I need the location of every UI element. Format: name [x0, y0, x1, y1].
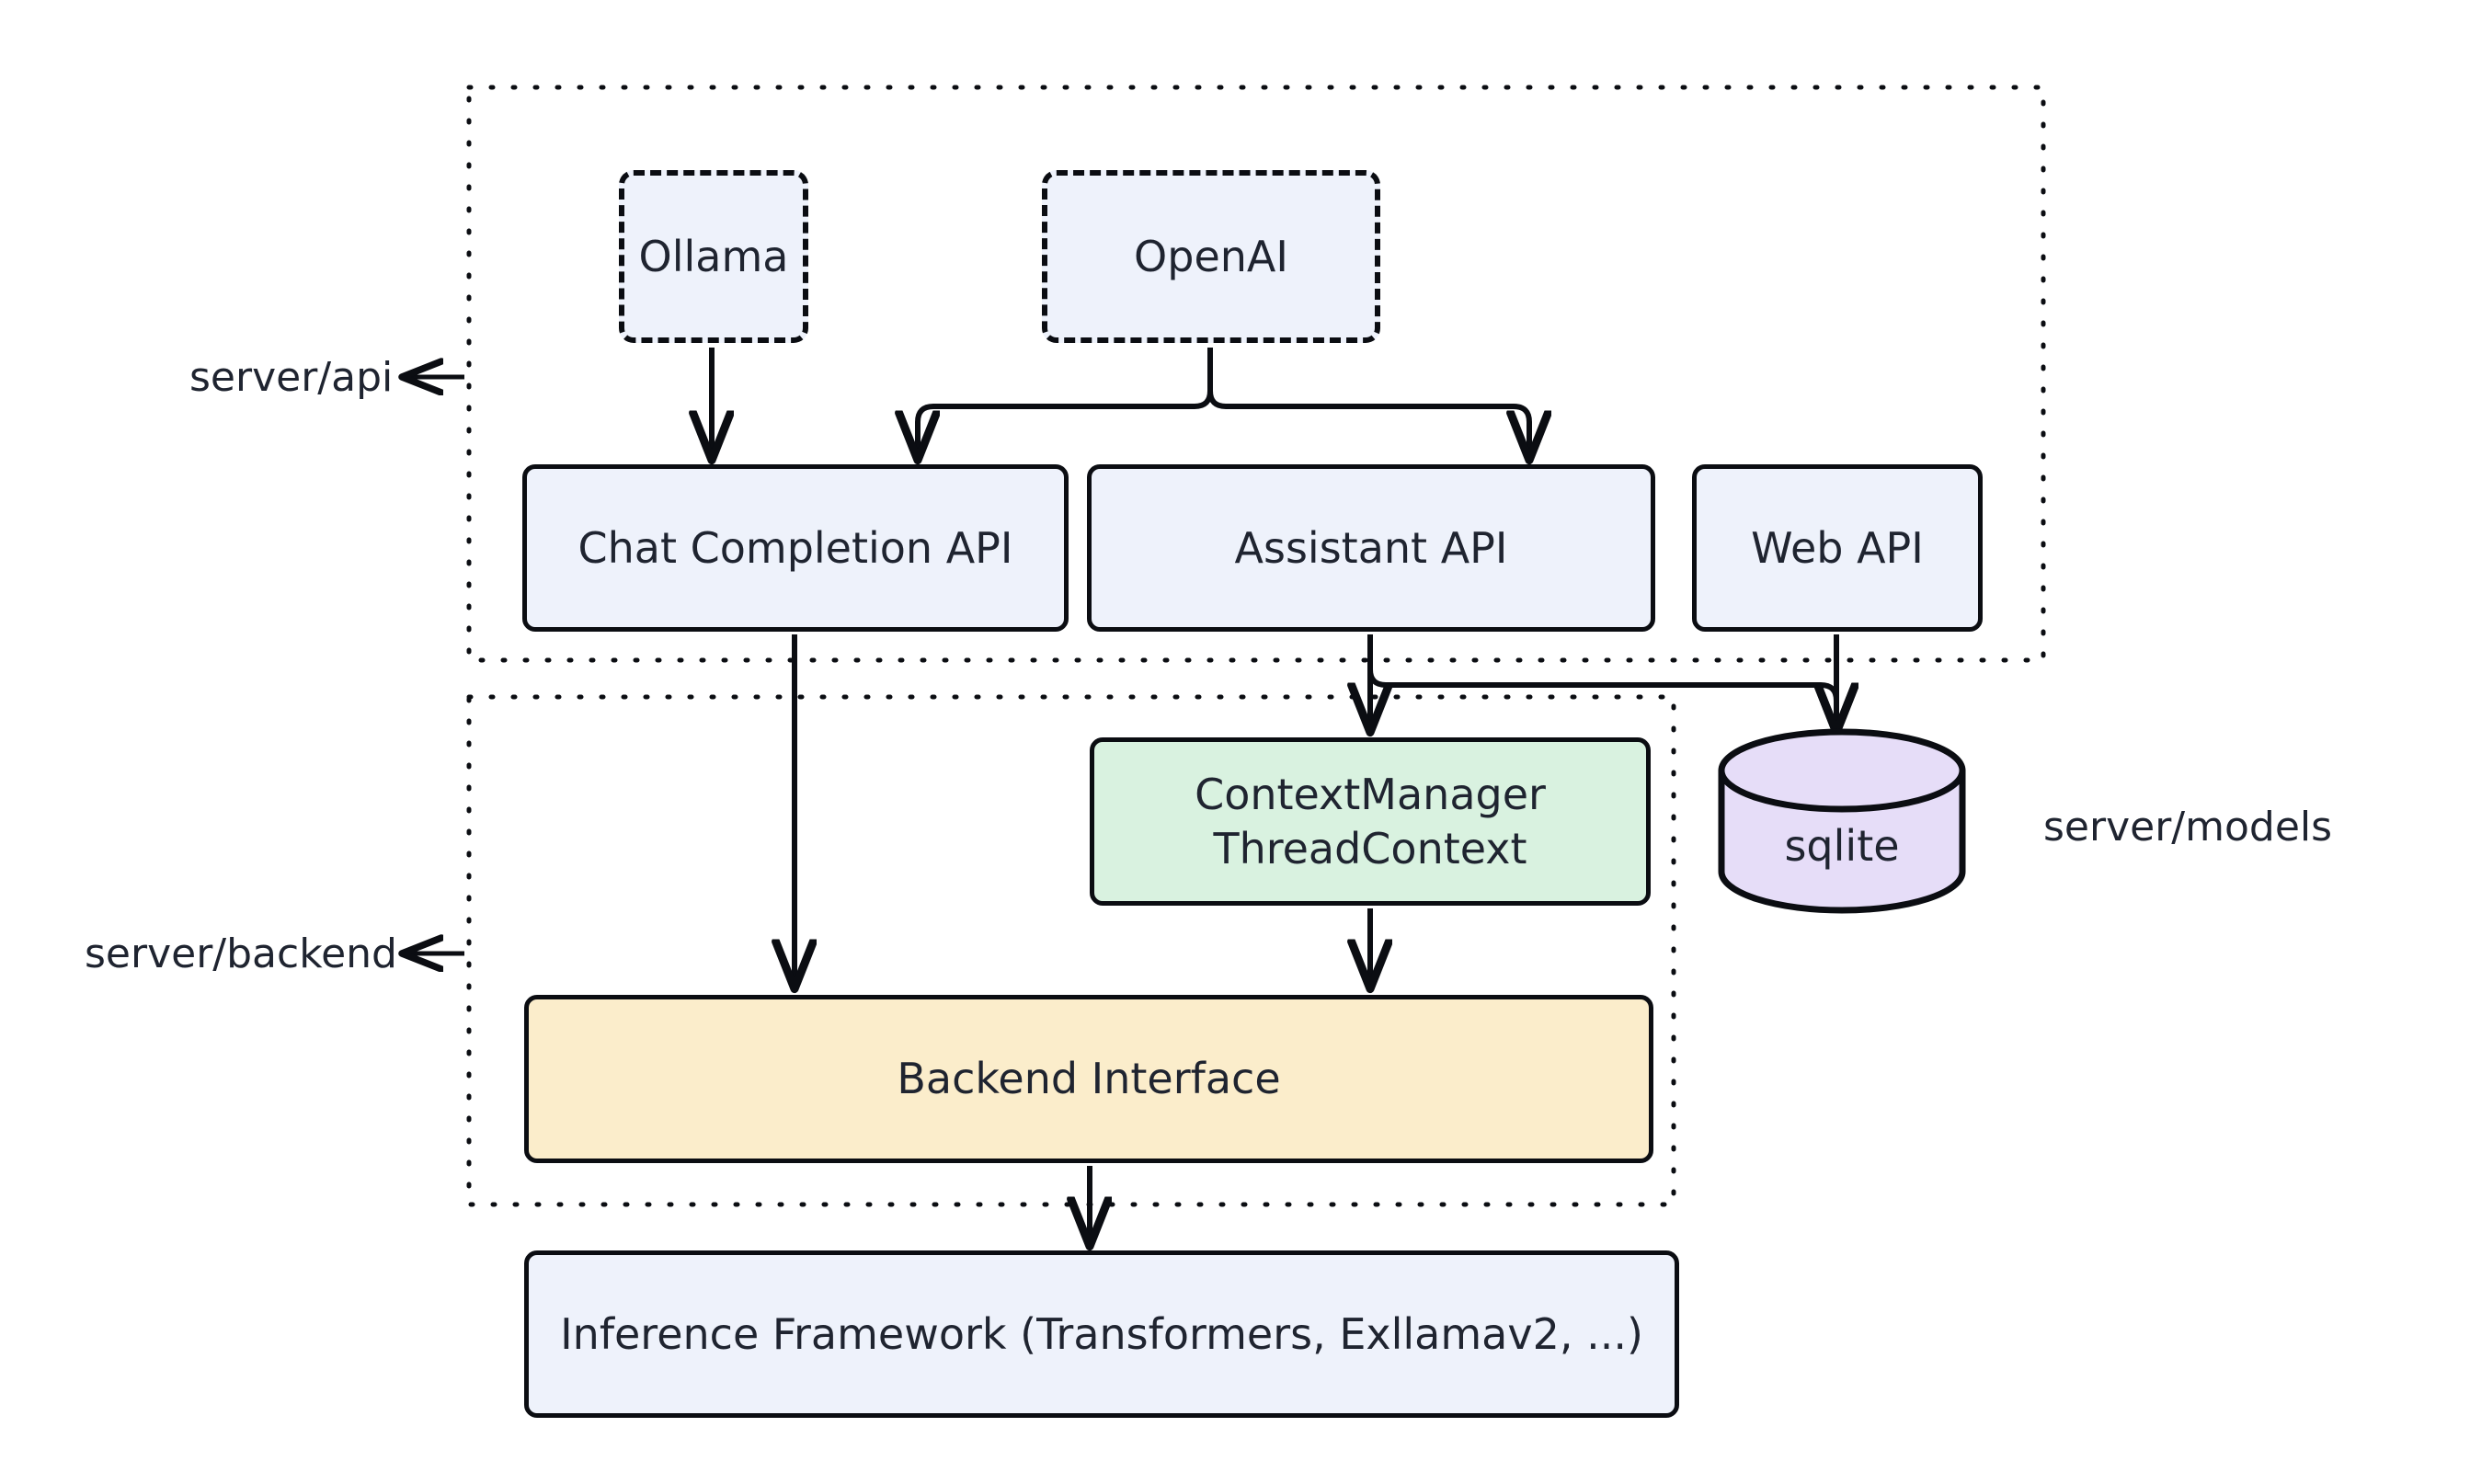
group-label-server-api: server/api — [189, 352, 393, 402]
node-inference-framework-label: Inference Framework (Transformers, Exlla… — [560, 1308, 1643, 1359]
group-label-server-backend-text: server/backend — [85, 930, 397, 977]
edge-openai-to-assistant-api — [1207, 390, 1529, 457]
node-openai[interactable]: OpenAI — [1042, 170, 1380, 343]
node-web-api[interactable]: Web API — [1692, 464, 1983, 632]
node-sqlite[interactable]: sqlite — [1721, 809, 1962, 883]
group-label-server-models: server/models — [2043, 802, 2332, 851]
sqlite-cylinder-shape — [1718, 728, 1966, 914]
group-label-server-models-text: server/models — [2043, 803, 2333, 850]
node-chat-completion-api-label: Chat Completion API — [577, 522, 1013, 573]
edge-assistant-api-to-sqlite — [1367, 634, 1836, 729]
node-context-manager[interactable]: ContextManager ThreadContext — [1090, 737, 1651, 906]
node-chat-completion-api[interactable]: Chat Completion API — [522, 464, 1069, 632]
node-backend-interface-label: Backend Interface — [897, 1054, 1281, 1104]
edge-openai-to-chat-completion-api — [918, 348, 1213, 457]
node-backend-interface[interactable]: Backend Interface — [524, 995, 1653, 1163]
group-label-server-api-text: server/api — [189, 353, 394, 401]
node-assistant-api[interactable]: Assistant API — [1087, 464, 1655, 632]
node-web-api-label: Web API — [1751, 522, 1924, 573]
node-openai-label: OpenAI — [1134, 231, 1288, 281]
node-inference-framework[interactable]: Inference Framework (Transformers, Exlla… — [524, 1250, 1679, 1418]
node-assistant-api-label: Assistant API — [1234, 522, 1508, 573]
node-context-manager-label-line1: ContextManager — [1195, 769, 1546, 819]
group-label-server-backend: server/backend — [85, 929, 397, 978]
node-sqlite-label: sqlite — [1784, 821, 1900, 871]
node-context-manager-label-line2: ThreadContext — [1213, 823, 1527, 873]
node-ollama-label: Ollama — [638, 231, 789, 281]
node-ollama[interactable]: Ollama — [619, 170, 808, 343]
